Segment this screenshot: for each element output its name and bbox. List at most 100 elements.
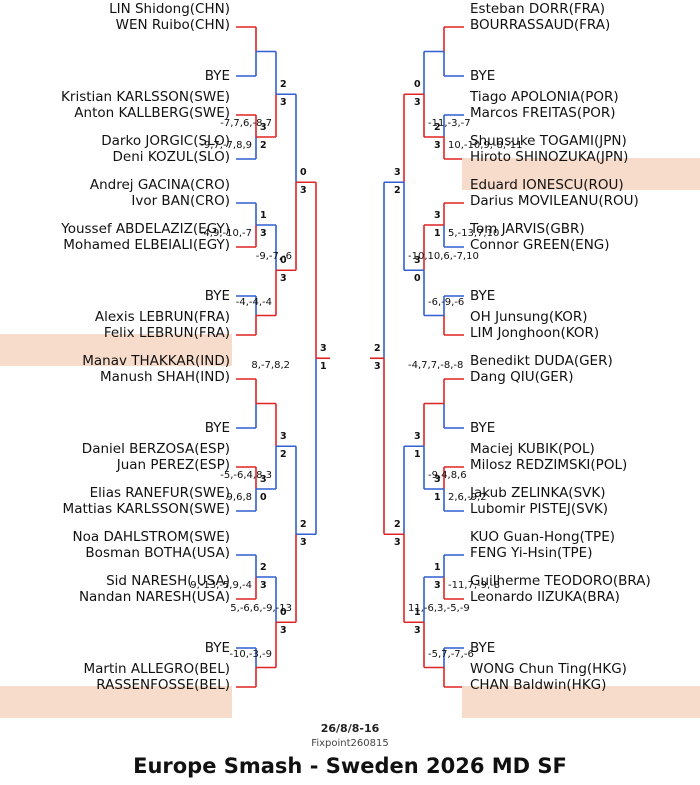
right-player-name: Dang QIU(GER) [470,369,574,385]
right-game-count: 3 [434,474,441,485]
right-bye-label: BYE [470,420,496,436]
left-game-count: 3 [280,97,287,109]
right-player-name: Maciej KUBIK(POL) [470,441,595,457]
right-player-name: Darius MOVILEANU(ROU) [470,193,639,209]
left-game-count: 3 [260,228,267,239]
right-bye-label: BYE [470,288,496,304]
right-player-name: BOURRASSAUD(FRA) [470,17,611,33]
right-score-line: -5,7,-7,-6 [428,648,474,660]
left-game-count: 0 [280,607,287,619]
left-player-name: Mohamed ELBEIALI(EGY) [63,237,230,253]
left-sf-game-count: 1 [320,361,327,373]
right-score-line: -10,10,6,-7,10 [408,251,479,263]
left-game-count: 3 [280,625,287,637]
right-sf-score-line: -4,7,7,-8,-8 [408,360,464,372]
left-player-name: Alexis LEBRUN(FRA) [94,309,230,325]
right-game-count: 3 [414,625,421,637]
right-game-count: 3 [434,580,441,591]
left-game-count: 2 [260,140,267,151]
left-highlight-row [0,686,232,718]
left-game-count: 3 [300,537,307,549]
left-player-name: Felix LEBRUN(FRA) [103,325,230,341]
left-player-name: WEN Ruibo(CHN) [115,17,230,33]
left-player-name: Darko JORGIC(SLO) [101,133,230,149]
right-score-line: -11,-3,-7 [428,118,471,129]
right-score-line: -9,4,8,6 [428,470,467,481]
left-bye-label: BYE [204,420,230,436]
right-game-count: 3 [414,255,421,267]
left-score-line: -4,9,-10,-7 [199,228,252,239]
right-player-name: FENG Yi-Hsin(TPE) [470,545,593,561]
right-highlight-row [462,158,700,190]
left-sf-score-line: 8,-7,8,2 [251,360,290,372]
left-score-line: -9,7,-7,8,9 [200,140,252,151]
left-player-name: Deni KOZUL(SLO) [112,149,230,165]
left-game-count: 1 [260,210,267,221]
right-game-count: 1 [414,449,421,461]
right-player-name: Tiago APOLONIA(POR) [470,89,619,105]
right-highlight-row [462,686,700,718]
left-player-name: Youssef ABDELAZIZ(EGY) [61,221,230,237]
right-game-count: 3 [394,537,401,549]
left-game-count: 0 [260,492,267,503]
credit-label: Fixpoint260815 [311,738,389,749]
right-game-count: 3 [414,431,421,443]
left-game-count: 0 [300,167,307,179]
left-score-line: 9,6,8 [226,492,252,503]
bracket-title: Europe Smash - Sweden 2026 MD SF [133,754,567,778]
right-player-name: CHAN Baldwin(HKG) [470,677,607,693]
left-sf-game-count: 3 [320,343,327,355]
right-game-count: 2 [394,519,401,531]
right-game-count: 3 [394,167,401,179]
right-game-count: 1 [434,492,441,503]
right-game-count: 0 [414,79,421,91]
left-player-name: Andrej GACINA(CRO) [89,177,230,193]
right-game-count: 0 [414,273,421,285]
right-player-name: Lubomir PISTEJ(SVK) [470,501,609,517]
left-game-count: 2 [280,449,287,461]
left-player-name: Elias RANEFUR(SWE) [89,485,230,501]
right-score-line: 2,6,-9,2 [448,492,487,503]
right-score-line: 11,-6,3,-5,-9 [408,603,470,615]
right-player-name: Milosz REDZIMSKI(POL) [470,457,628,473]
left-player-name: Juan PEREZ(ESP) [116,457,230,473]
right-game-count: 1 [434,562,441,573]
left-player-name: Ivor BAN(CRO) [131,193,230,209]
left-player-name: Sid NARESH( USA) [106,573,230,589]
left-game-count: 3 [300,185,307,197]
right-sf-game-count: 2 [374,343,381,355]
right-game-count: 3 [434,140,441,151]
right-player-name: Shunsuke TOGAMI(JPN) [470,133,627,149]
left-player-name: Manav THAKKAR(IND) [82,353,230,369]
left-game-count: 2 [260,562,267,573]
left-score-line: 9,-13,-5,9,-4 [190,580,252,591]
right-player-name: Esteban DORR(FRA) [470,1,605,17]
right-player-name: Marcos FREITAS(POR) [470,105,616,121]
right-player-name: WONG Chun Ting(HKG) [470,661,627,677]
right-score-line: 5,-13,7,10 [448,228,500,239]
right-player-name: Jakub ZELINKA(SVK) [470,485,606,501]
left-score-line: -10,-3,-9 [229,648,272,660]
right-score-line: -6,-9,-6 [428,296,465,308]
right-player-name: Guilherme TEODORO(BRA) [470,573,651,589]
right-player-name: Connor GREEN(ENG) [470,237,610,253]
right-player-name: Hiroto SHINOZUKA(JPN) [470,149,629,165]
left-score-line: -4,-4,-4 [235,296,272,308]
left-player-name: RASSENFOSSE(BEL) [96,677,230,693]
right-game-count: 1 [434,228,441,239]
right-player-name: Eduard IONESCU(ROU) [470,177,624,193]
left-game-count: 2 [280,79,287,91]
right-score-line: 10,-10,9,-8,-11 [448,140,523,151]
left-player-name: Daniel BERZOSA(ESP) [81,441,230,457]
right-game-count: 1 [414,607,421,619]
right-player-name: Benedikt DUDA(GER) [470,353,613,369]
right-game-count: 2 [434,122,441,133]
right-player-name: Tom JARVIS(GBR) [470,221,585,237]
left-player-name: LIN Shidong(CHN) [109,1,230,17]
left-game-count: 3 [260,580,267,591]
right-game-count: 3 [414,97,421,109]
left-game-count: 3 [280,273,287,285]
right-player-name: KUO Guan-Hong(TPE) [470,529,615,545]
left-player-name: Nandan NARESH(USA) [78,589,230,605]
